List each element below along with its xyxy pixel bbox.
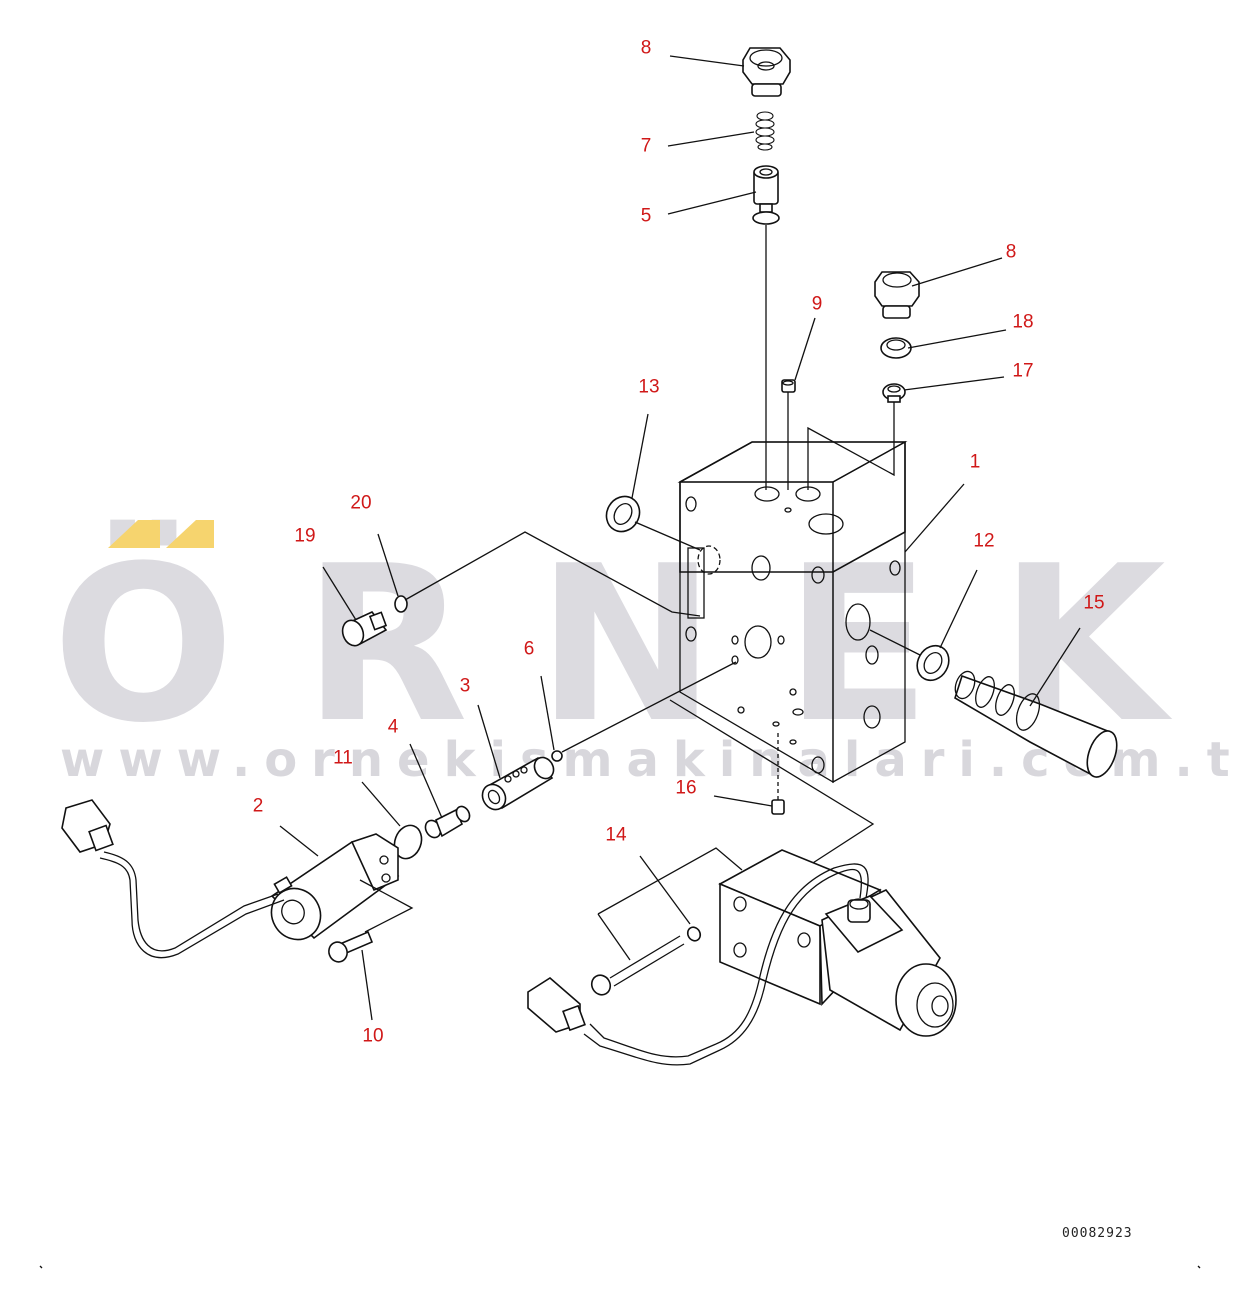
assembly-axis-12 xyxy=(869,629,921,656)
callout-16: 16 xyxy=(675,777,697,799)
solenoid-valve-icon xyxy=(718,849,957,1037)
harness-right-icon xyxy=(527,863,869,1066)
callout-8-top: 8 xyxy=(640,37,652,59)
callout-11: 11 xyxy=(333,747,353,769)
callout-4: 4 xyxy=(387,716,399,738)
harness-left-icon xyxy=(61,799,285,959)
callout-15: 15 xyxy=(1083,592,1105,614)
watermark-brand: ÖRNEK xyxy=(52,519,1234,770)
seal-12-icon xyxy=(916,644,950,682)
spool-icon xyxy=(752,165,780,225)
assembly-axis-right xyxy=(807,402,895,490)
screw-10-icon xyxy=(328,930,374,963)
callout-8-right: 8 xyxy=(1005,241,1017,263)
bolt-14-icon xyxy=(590,847,743,996)
spool-3-icon xyxy=(481,756,555,811)
plug-4-icon xyxy=(424,805,471,839)
callout-1: 1 xyxy=(969,451,981,473)
solenoid-2-icon xyxy=(270,833,414,941)
assembly-axis-6 xyxy=(561,661,737,753)
callout-14: 14 xyxy=(605,824,627,846)
callout-12: 12 xyxy=(973,530,995,552)
callout-20: 20 xyxy=(350,492,372,514)
callout-17: 17 xyxy=(1012,360,1034,382)
callout-6: 6 xyxy=(523,638,535,660)
callout-2: 2 xyxy=(252,795,264,817)
oring-20-icon xyxy=(394,595,408,613)
valve-block xyxy=(677,440,908,784)
leader-lines xyxy=(279,55,1081,1021)
plug-6-icon xyxy=(551,750,563,762)
callout-5: 5 xyxy=(640,205,652,227)
plug-19-icon xyxy=(341,611,388,647)
callout-19: 19 xyxy=(294,525,316,547)
callout-13: 13 xyxy=(638,376,660,398)
seal-18-icon xyxy=(880,337,912,359)
relief-valve-icon xyxy=(954,670,1118,778)
callout-9: 9 xyxy=(811,293,823,315)
corner-marks xyxy=(39,1265,1201,1269)
plug-right-icon xyxy=(874,271,920,319)
oring-11-icon xyxy=(393,824,423,860)
plug-17-icon xyxy=(882,383,906,403)
fitting-16-icon xyxy=(669,699,875,871)
seal-13-icon xyxy=(605,495,641,533)
plug-top-icon xyxy=(742,47,791,97)
screw-9-icon xyxy=(781,379,796,490)
callout-18: 18 xyxy=(1012,311,1034,333)
callout-10: 10 xyxy=(362,1025,384,1047)
assembly-axis-13 xyxy=(634,521,701,551)
drawing-number: 00082923 xyxy=(1062,1226,1133,1241)
callout-3: 3 xyxy=(459,675,471,697)
assembly-axis-20 xyxy=(404,531,701,617)
callout-7: 7 xyxy=(640,135,652,157)
spring-icon xyxy=(755,111,775,151)
watermark-accent-icon xyxy=(108,520,214,548)
